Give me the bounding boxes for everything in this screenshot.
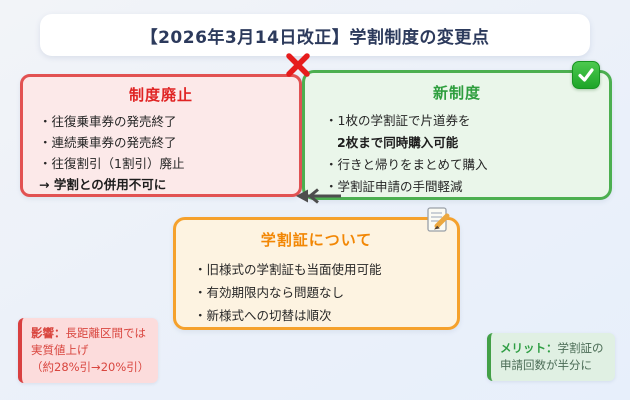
new-box-title: 新制度 <box>432 84 481 102</box>
list-item: ・学割証申請の手間軽減 <box>325 179 463 194</box>
page-title: 【2026年3月14日改正】学割制度の変更点 <box>140 27 490 48</box>
impact-note-label: 影響： <box>31 326 66 340</box>
abolished-conclusion: → 学割との併用不可に <box>39 177 167 192</box>
list-item: ・往復割引（1割引）廃止 <box>39 156 185 171</box>
certificate-box-title: 学割証について <box>260 231 373 249</box>
merit-note-text: 学割証の <box>557 341 604 355</box>
merit-note: メリット：学割証の 申請回数が半分に <box>487 333 615 381</box>
impact-note-line: 実質値上げ <box>31 343 89 357</box>
list-item: ・連続乗車券の発売終了 <box>39 135 177 150</box>
list-item: ・有効期限内なら問題なし <box>194 285 345 300</box>
merit-note-label: メリット： <box>500 341 558 355</box>
impact-note-line: （約28%引→20%引） <box>31 360 150 374</box>
impact-note-text: 長距離区間では <box>65 326 147 340</box>
certificate-box-list: ・旧様式の学割証も当面使用可能 ・有効期限内なら問題なし ・新様式への切替は順次 <box>194 258 457 327</box>
title-card: 【2026年3月14日改正】学割制度の変更点 <box>40 14 590 56</box>
list-item: ・行きと帰りをまとめて購入 <box>325 157 488 172</box>
list-item: ・新様式への切替は順次 <box>194 308 332 323</box>
list-item-emphasis: 2枚まで同時購入可能 <box>337 135 459 150</box>
abolished-box-list: ・往復乗車券の発売終了 ・連続乗車券の発売終了 ・往復割引（1割引）廃止 → 学… <box>39 111 299 195</box>
new-system-box: 新制度 ・1枚の学割証で片道券を 2枚まで同時購入可能 ・行きと帰りをまとめて購… <box>302 70 612 200</box>
merit-note-line: 申請回数が半分に <box>500 358 592 372</box>
approved-check-icon <box>572 61 600 89</box>
merit-note-line: メリット：学割証の <box>500 340 606 357</box>
list-item: ・1枚の学割証で片道券を <box>325 113 471 128</box>
impact-note-line: 影響：長距離区間では <box>31 325 149 342</box>
replaced-by-left-arrow-icon <box>287 187 345 209</box>
prohibited-cross-icon <box>284 51 312 83</box>
memo-pencil-icon <box>425 206 451 238</box>
list-item: ・往復乗車券の発売終了 <box>39 114 177 129</box>
impact-note: 影響：長距離区間では 実質値上げ （約28%引→20%引） <box>18 318 158 383</box>
abolished-system-box: 制度廃止 ・往復乗車券の発売終了 ・連続乗車券の発売終了 ・往復割引（1割引）廃… <box>20 74 302 197</box>
new-box-list: ・1枚の学割証で片道券を 2枚まで同時購入可能 ・行きと帰りをまとめて購入 ・学… <box>325 110 609 198</box>
list-item: ・旧様式の学割証も当面使用可能 <box>194 262 382 277</box>
certificate-info-box: 学割証について ・旧様式の学割証も当面使用可能 ・有効期限内なら問題なし ・新様… <box>173 217 460 330</box>
abolished-box-title: 制度廃止 <box>128 86 193 104</box>
